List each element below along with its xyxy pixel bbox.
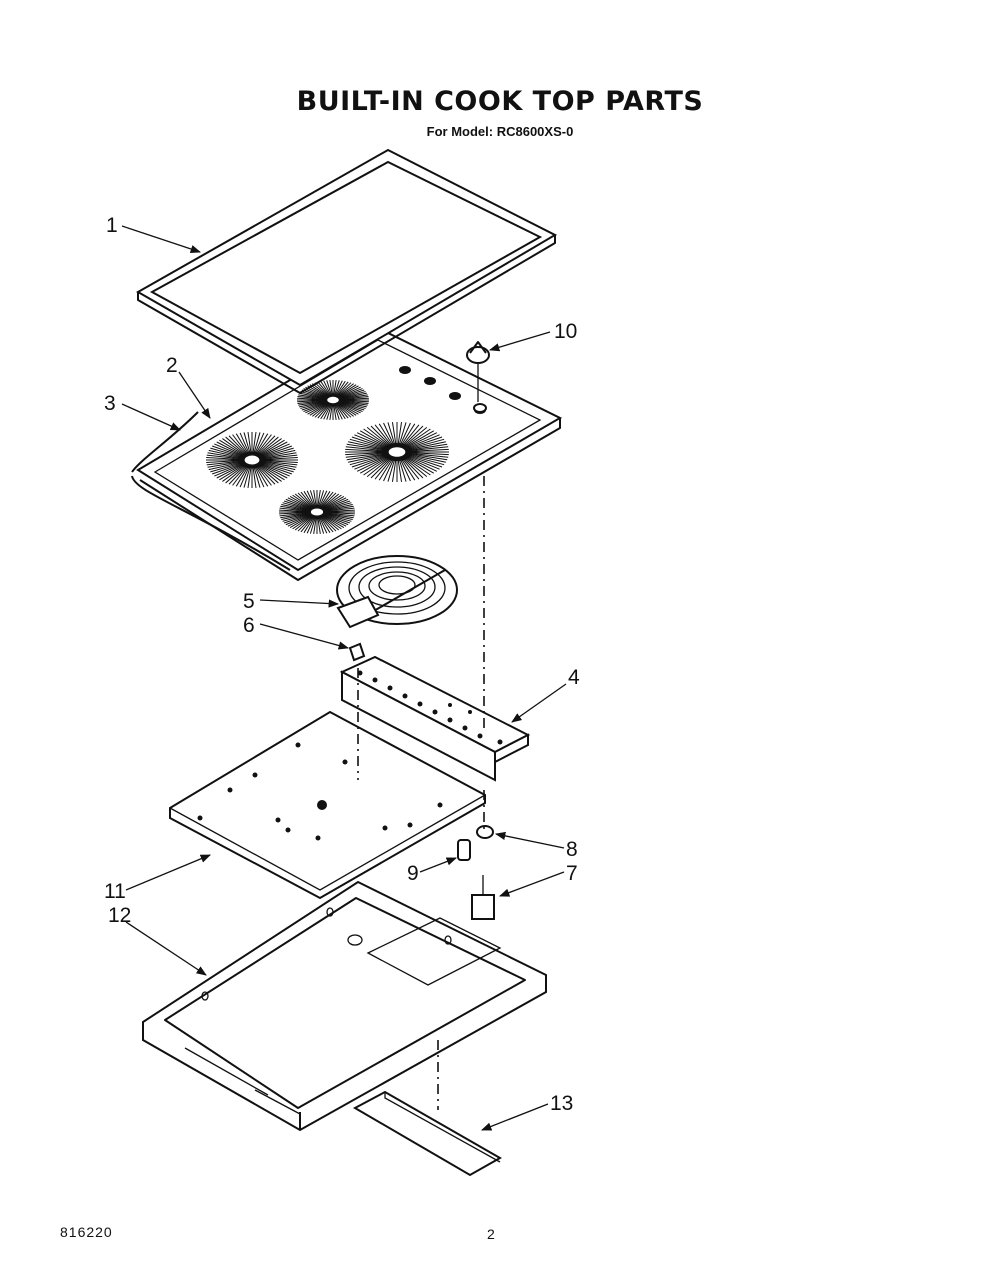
callout-4: 4 bbox=[568, 666, 580, 689]
part-2-glass-cooktop bbox=[136, 326, 563, 581]
callout-labels: 1 2 3 4 5 6 7 8 9 10 11 12 13 bbox=[104, 214, 580, 1115]
part-7-switch bbox=[471, 875, 495, 920]
callout-12: 12 bbox=[108, 904, 131, 927]
part-1-trim-frame bbox=[135, 148, 558, 394]
part-4-control-bracket bbox=[339, 655, 531, 782]
burner-pattern bbox=[279, 490, 355, 534]
callout-9: 9 bbox=[407, 862, 419, 885]
callout-6: 6 bbox=[243, 614, 255, 637]
callout-10: 10 bbox=[554, 320, 577, 343]
model-subtitle: For Model: RC8600XS-0 bbox=[426, 124, 574, 139]
burner-pattern bbox=[297, 379, 369, 421]
page-number: 2 bbox=[487, 1226, 495, 1242]
callout-7: 7 bbox=[566, 862, 578, 885]
part-11-mounting-plate bbox=[169, 710, 486, 900]
burner-pattern bbox=[345, 422, 449, 482]
doc-number: 816220 bbox=[60, 1224, 113, 1240]
callout-leaders bbox=[121, 225, 567, 1131]
part-10-knob bbox=[466, 341, 490, 413]
part-12-base-pan bbox=[142, 880, 547, 1132]
callout-2: 2 bbox=[166, 354, 178, 377]
callout-5: 5 bbox=[243, 590, 255, 613]
part-5-surface-element bbox=[336, 555, 458, 629]
part-9-indicator-light bbox=[457, 839, 471, 861]
part-3-seal-strip bbox=[131, 411, 291, 571]
callout-13: 13 bbox=[550, 1092, 573, 1115]
callout-3: 3 bbox=[104, 392, 116, 415]
burner-pattern bbox=[206, 432, 298, 488]
part-6-terminal-block bbox=[348, 642, 366, 662]
callout-11: 11 bbox=[104, 880, 126, 903]
part-8-bushing bbox=[476, 825, 494, 839]
callout-1: 1 bbox=[106, 214, 118, 237]
part-13-cover-plate bbox=[352, 1090, 503, 1177]
page-title: BUILT-IN COOK TOP PARTS bbox=[296, 86, 704, 117]
callout-8: 8 bbox=[566, 838, 578, 861]
